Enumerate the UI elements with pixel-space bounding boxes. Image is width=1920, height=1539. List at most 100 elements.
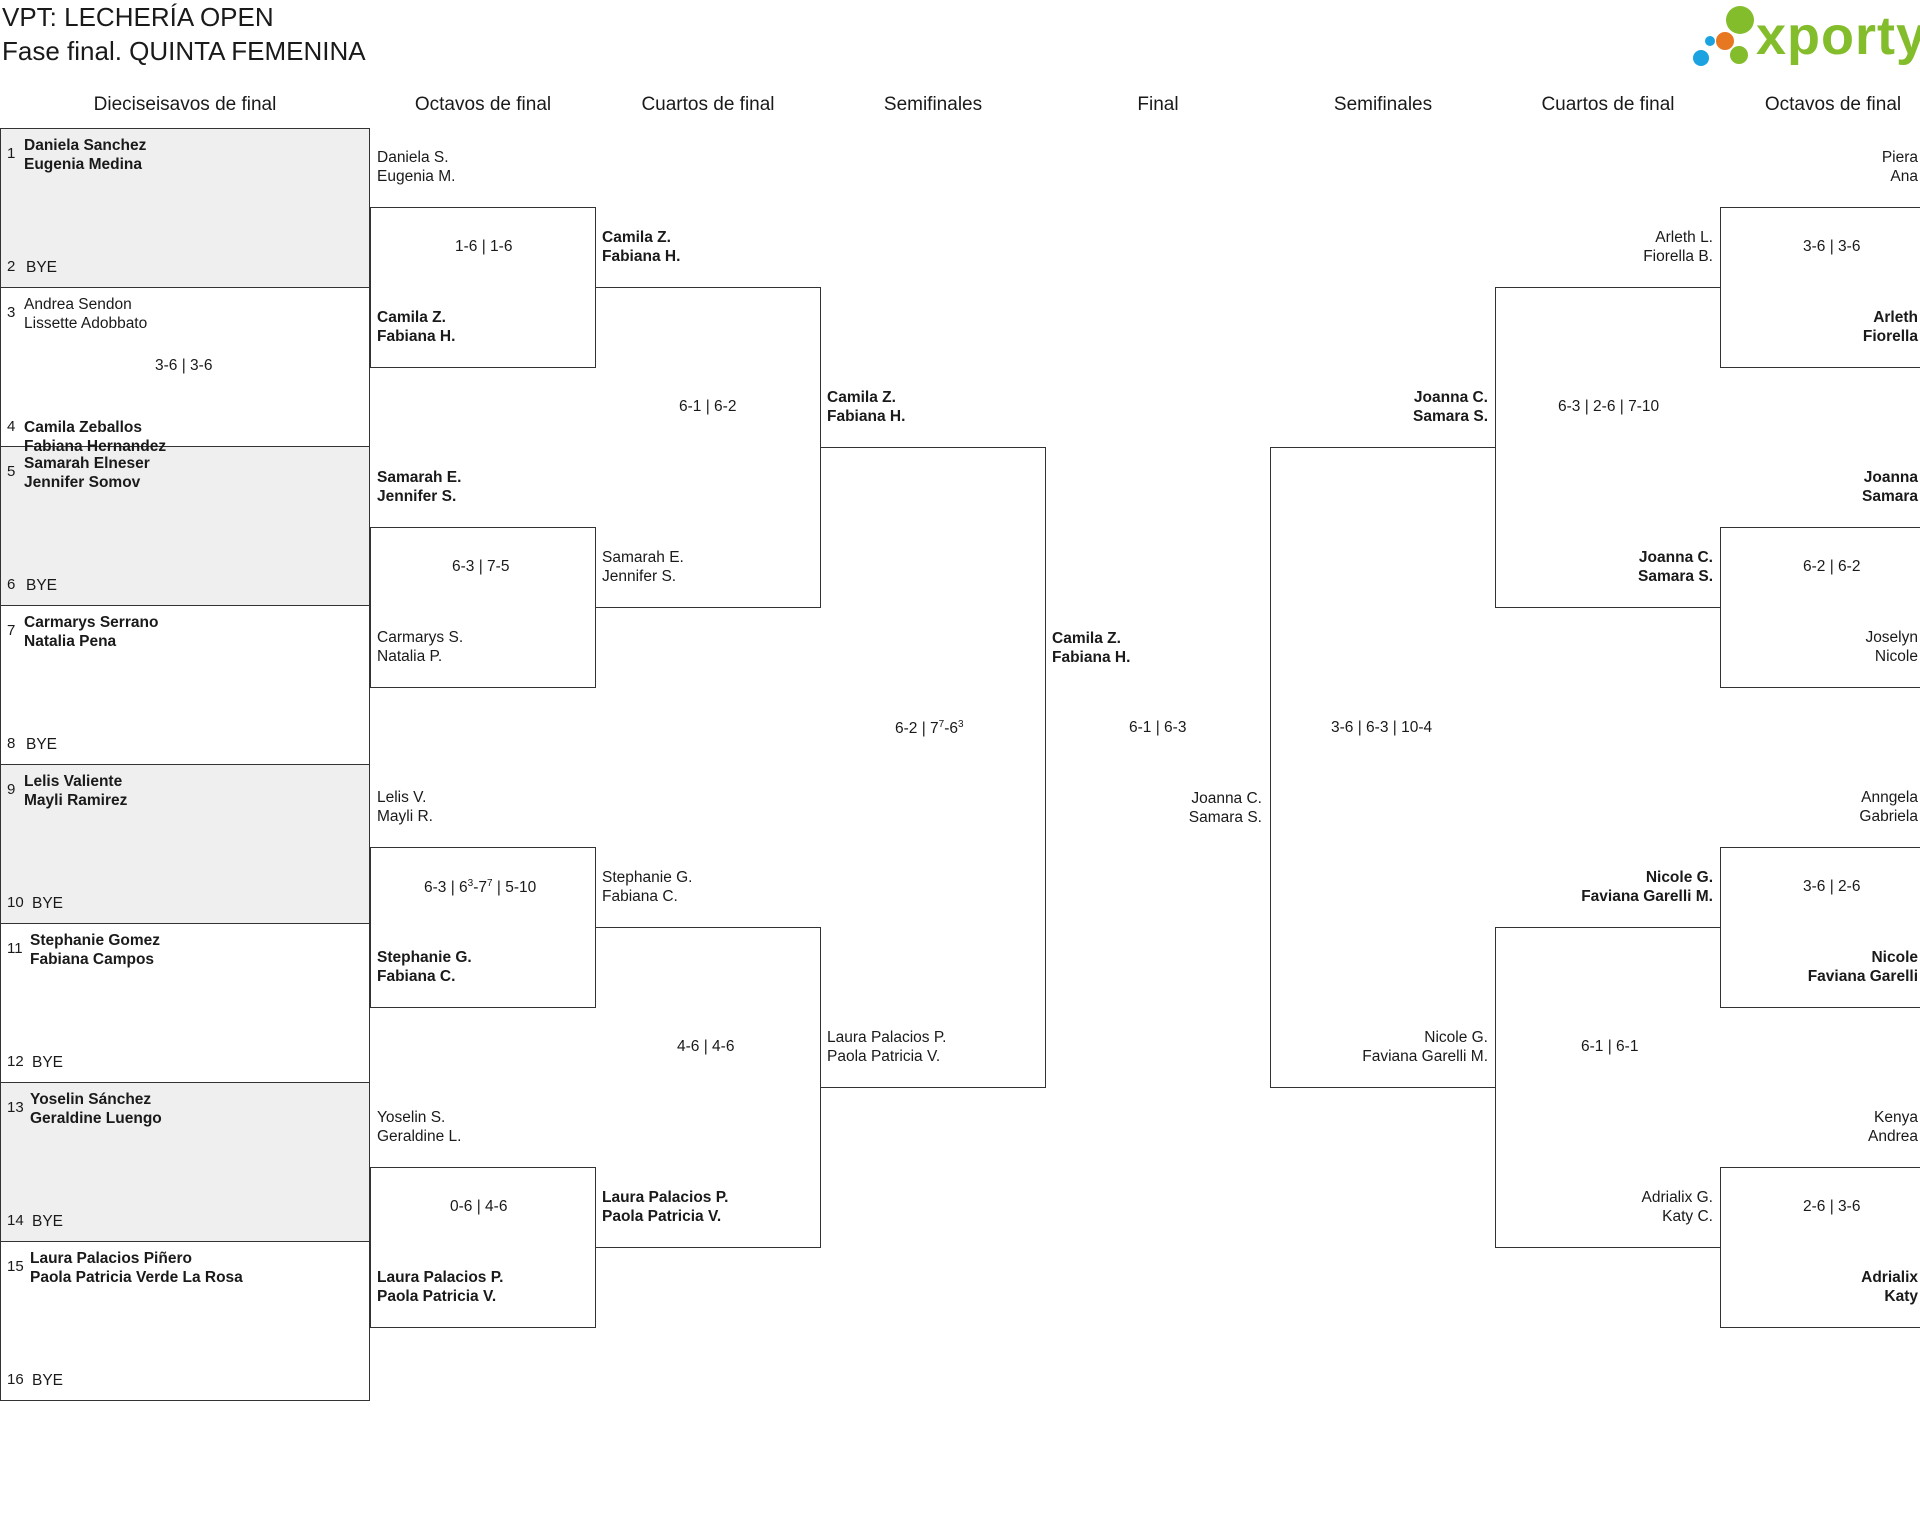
team-name: Ana [1890,168,1918,185]
team-name: Carmarys S. [377,629,464,646]
seed-number: 1 [7,145,16,162]
r32-match-box [0,1082,370,1242]
team-name: Paola Patricia V. [377,1288,497,1305]
match-score: 0-6 | 4-6 [450,1198,508,1215]
team-name: Paola Patricia V. [602,1208,722,1225]
round-header: Cuartos de final [641,94,775,115]
bracket-line [820,447,1045,448]
player-name: BYE [26,736,58,753]
player-name: Camila Zeballos [24,419,143,436]
player-name: Fabiana Campos [30,951,155,968]
team-name: Anngela [1861,789,1918,806]
round-header: Dieciseisavos de final [93,94,277,115]
bracket-line [1270,1087,1495,1088]
bracket-line [820,1087,1045,1088]
seed-number: 9 [7,781,16,798]
seed-number: 10 [7,894,24,911]
team-name: Camila Z. [1052,630,1121,647]
team-name: Joanna C. [1191,790,1262,807]
team-name: Kenya [1874,1109,1918,1126]
team-name: Faviana Garelli [1807,968,1918,985]
round-header: Octavos de final [1764,94,1902,115]
player-name: Samarah Elneser [24,455,150,472]
bracket-line [1720,1327,1920,1328]
seed-number: 8 [7,735,16,752]
team-name: Samara S. [1638,568,1713,585]
match-score: 6-3 | 2-6 | 7-10 [1558,398,1660,415]
team-name: Natalia P. [377,648,443,665]
seed-number: 4 [7,418,16,435]
team-name: Nicole G. [1645,869,1713,886]
team-name: Arleth [1873,309,1918,326]
team-name: Samarah E. [602,549,684,566]
team-name: Joselyn [1865,629,1918,646]
bracket-line [1720,847,1920,848]
match-score: 6-3 | 63-77 | 5-10 [424,878,537,897]
match-score: 6-3 | 7-5 [452,558,510,575]
bracket-line [1495,287,1720,288]
seed-number: 2 [7,258,16,275]
team-name: Laura Palacios P. [827,1029,947,1046]
team-name: Katy C. [1662,1208,1713,1225]
player-name: Eugenia Medina [24,156,142,173]
team-name: Yoselin S. [377,1109,446,1126]
team-name: Joanna C. [1638,549,1713,566]
player-name: Natalia Pena [24,633,117,650]
player-name: Carmarys Serrano [24,614,159,631]
match-score: 6-1 | 6-1 [1581,1038,1639,1055]
round-header: Cuartos de final [1541,94,1675,115]
team-name: Stephanie G. [602,869,693,886]
bracket-line [1270,447,1495,448]
team-name: Adrialix G. [1641,1189,1714,1206]
page-title: VPT: LECHERÍA OPEN [2,2,274,32]
team-name: Nicole G. [1424,1029,1488,1046]
player-name: Laura Palacios Piñero [30,1250,192,1267]
team-name: Faviana Garelli M. [1581,888,1713,905]
team-name: Fabiana H. [827,408,906,425]
team-name: Joanna C. [1413,389,1488,406]
team-name: Fabiana H. [1052,649,1131,666]
match-score: 6-2 | 6-2 [1803,558,1861,575]
bracket-line [370,847,595,848]
bracket-line [370,207,595,208]
team-name: Camila Z. [377,309,446,326]
seed-number: 7 [7,622,16,639]
bracket-line [1720,1167,1721,1328]
bracket-line [595,287,820,288]
round-header: Final [1137,94,1179,115]
seed-number: 14 [7,1212,24,1229]
team-name: Fabiana H. [602,248,681,265]
match-score: 6-1 | 6-3 [1129,719,1187,736]
bracket-line [595,607,820,608]
bracket-line [370,207,371,368]
bracket-line [1495,927,1496,1248]
player-name: BYE [26,577,58,594]
team-name: Lelis V. [377,789,427,806]
page-subtitle: Fase final. QUINTA FEMENINA [2,36,366,66]
team-name: Mayli R. [377,808,433,825]
bracket-line [370,367,595,368]
bracket-line [1270,447,1271,1088]
team-name: Fabiana C. [377,968,456,985]
r32-match-box [0,1241,370,1401]
player-name: Daniela Sanchez [24,137,147,154]
bracket-line [595,927,820,928]
bracket-line [370,1167,371,1328]
team-name: Eugenia M. [377,168,456,185]
player-name: Yoselin Sánchez [30,1091,152,1108]
bracket-line [1045,447,1046,1088]
team-name: Nicole [1874,648,1918,665]
match-score: 1-6 | 1-6 [455,238,513,255]
round-header: Semifinales [883,94,983,115]
match-score: 3-6 | 2-6 [1803,878,1861,895]
seed-number: 16 [7,1371,24,1388]
team-name: Jennifer S. [602,568,677,585]
team-name: Faviana Garelli M. [1362,1048,1488,1065]
match-score: 3-6 | 6-3 | 10-4 [1331,719,1433,736]
player-name: BYE [32,1372,64,1389]
xporty-logo: xporty [1690,4,1920,68]
player-name: Jennifer Somov [24,474,141,491]
player-name: Lissette Adobbato [24,315,148,332]
team-name: Paola Patricia V. [827,1048,941,1065]
team-name: Gabriela [1859,808,1918,825]
